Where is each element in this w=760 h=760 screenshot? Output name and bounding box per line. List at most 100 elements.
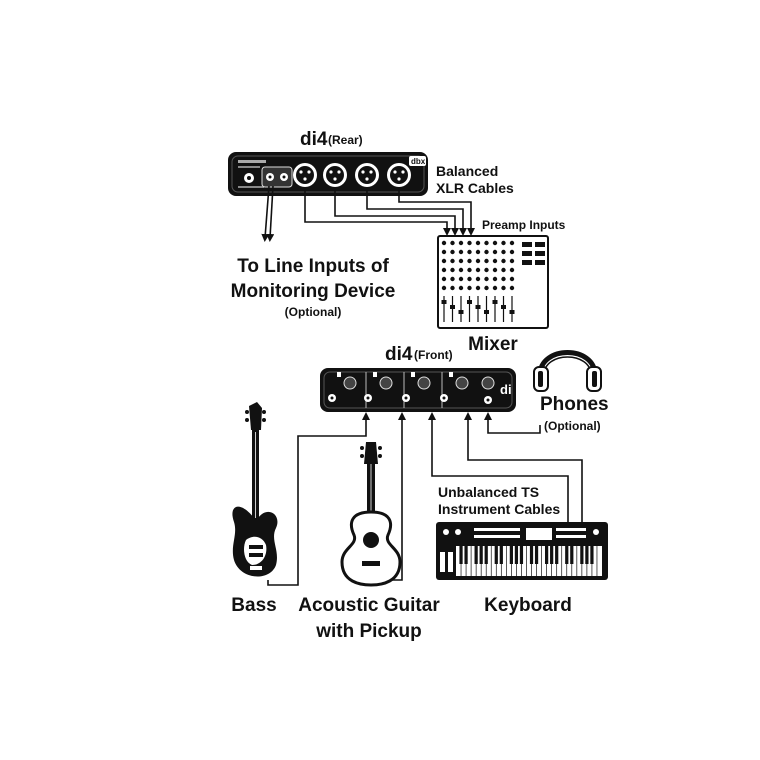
mixer-knob xyxy=(467,267,472,273)
line-out-cables xyxy=(261,185,275,242)
di4-rear-unit: dbx xyxy=(228,152,428,196)
mixer-knob xyxy=(501,249,506,255)
svg-text:dbx: dbx xyxy=(411,157,426,166)
line-out-jacks xyxy=(261,166,293,188)
mixer-knob xyxy=(484,276,489,282)
black-key xyxy=(545,546,549,564)
mixer-knob xyxy=(475,276,481,282)
mixer-knob xyxy=(501,276,506,282)
mixer-knob xyxy=(458,258,464,264)
svg-text:di4: di4 xyxy=(385,344,413,365)
mixer-knob xyxy=(475,267,481,273)
mixer-knob xyxy=(441,249,447,255)
mixer-knob xyxy=(441,267,447,273)
svg-text:(Rear): (Rear) xyxy=(328,133,363,147)
mixer-knob xyxy=(492,240,498,246)
svg-text:Unbalanced TS: Unbalanced TS xyxy=(438,484,539,500)
mixer-knob xyxy=(450,249,455,255)
mixer-knob xyxy=(501,285,506,291)
mixer-fader-cap xyxy=(467,300,472,304)
bass-guitar-icon xyxy=(232,402,278,577)
mixer-knob xyxy=(509,276,515,282)
svg-text:(Optional): (Optional) xyxy=(285,305,342,319)
black-key xyxy=(590,546,594,564)
xlr-connector-icon xyxy=(387,163,411,187)
black-key xyxy=(464,546,468,564)
svg-text:(Front): (Front) xyxy=(414,348,453,362)
svg-text:(Optional): (Optional) xyxy=(544,419,601,433)
black-key xyxy=(570,546,574,564)
black-key xyxy=(479,546,483,564)
black-key xyxy=(565,546,569,564)
mixer-knob xyxy=(450,276,455,282)
mixer-label: Mixer xyxy=(468,334,518,355)
mixer-knob xyxy=(458,267,464,273)
mixer-knob xyxy=(475,258,481,264)
black-key xyxy=(459,546,463,564)
mixer-knob xyxy=(467,258,472,264)
dbx-logo: dbx xyxy=(409,156,426,166)
mixer-knob xyxy=(475,249,481,255)
mixer-knob xyxy=(484,267,489,273)
mixer-fader-cap xyxy=(441,300,447,304)
svg-text:To Line Inputs of: To Line Inputs of xyxy=(237,256,389,277)
keyboard-icon xyxy=(436,522,608,580)
xlr-connector-icon xyxy=(355,163,379,187)
mixer-knob xyxy=(458,249,464,255)
mixer-knob xyxy=(501,240,506,246)
mixer-knob xyxy=(501,258,506,264)
mixer-knob xyxy=(467,240,472,246)
mixer-knob xyxy=(509,267,515,273)
mixer-knob xyxy=(450,267,455,273)
acoustic-guitar-icon xyxy=(340,442,402,587)
mixer-knob xyxy=(509,258,515,264)
black-key xyxy=(509,546,513,564)
xlr-connector-icon xyxy=(293,163,317,187)
mixer-fader-cap xyxy=(509,310,515,314)
mixer-fader-cap xyxy=(450,305,455,309)
phones-label: Phones (Optional) xyxy=(540,394,609,433)
black-key xyxy=(555,546,559,564)
balanced-xlr-label: Balanced XLR Cables xyxy=(436,163,514,196)
mixer-knob xyxy=(509,249,515,255)
mixer-knob xyxy=(458,276,464,282)
mixer-knob xyxy=(475,240,481,246)
mixer-knob xyxy=(441,240,447,246)
mixer-knob xyxy=(441,285,447,291)
keyboard-black-keys xyxy=(459,546,594,564)
mixer-knob xyxy=(441,276,447,282)
mixer-fader-cap xyxy=(501,305,506,309)
xlr-connector-icon xyxy=(323,163,347,187)
black-key xyxy=(585,546,589,564)
mixer-knob xyxy=(450,240,455,246)
mixer-channel-strips xyxy=(441,240,515,322)
black-key xyxy=(529,546,534,564)
mixer-knob xyxy=(492,285,498,291)
line-inputs-label: To Line Inputs of Monitoring Device (Opt… xyxy=(231,256,396,319)
svg-text:Instrument Cables: Instrument Cables xyxy=(438,501,560,517)
mixer-fader-cap xyxy=(458,310,464,314)
black-key xyxy=(514,546,519,564)
mixer-knob xyxy=(484,240,489,246)
di4-rear-title: di4 (Rear) xyxy=(300,129,363,150)
mixer-knob xyxy=(492,267,498,273)
mixer-knob xyxy=(458,285,464,291)
black-key xyxy=(474,546,478,564)
mixer-knob xyxy=(501,267,506,273)
mixer-knob xyxy=(492,249,498,255)
di4-front-unit: di xyxy=(320,368,516,412)
keyboard-label: Keyboard xyxy=(484,595,572,616)
svg-text:di4: di4 xyxy=(300,129,328,150)
svg-text:XLR Cables: XLR Cables xyxy=(436,180,514,196)
mixer-knob xyxy=(492,276,498,282)
black-key xyxy=(484,546,488,564)
mixer-knob xyxy=(450,285,455,291)
mixer-fader-cap xyxy=(492,300,498,304)
mixer-knob xyxy=(467,249,472,255)
acoustic-guitar-label: Acoustic Guitar with Pickup xyxy=(298,595,440,642)
di4-front-title: di4 (Front) xyxy=(385,344,453,365)
mixer-icon xyxy=(437,235,549,329)
bass-label: Bass xyxy=(231,595,276,616)
svg-text:Balanced: Balanced xyxy=(436,163,498,179)
